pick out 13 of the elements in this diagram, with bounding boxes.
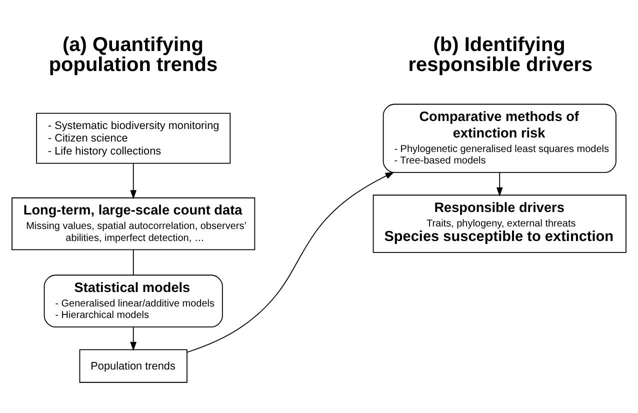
node-box: - Systematic biodiversity monitoring - Citizen science - Life history collections <box>36 112 231 164</box>
arrow <box>496 172 503 196</box>
connector <box>132 249 134 276</box>
label: (b) Identifying responsible drivers <box>408 34 593 76</box>
node-box: Population trends <box>79 349 188 383</box>
node-box: Responsible drivers Traits, phylogeny, external threats Species susceptible to extinction <box>372 194 626 253</box>
arrow <box>130 162 137 200</box>
node-box: Statistical models - Generalised linear/additive models - Hierarchical models <box>44 274 223 328</box>
label: (a) Quantifying population trends <box>48 34 218 76</box>
node-box: Comparative methods of extinction risk - Phylogenetic generalised least squares models - Tree-based models <box>382 104 616 173</box>
arrow <box>186 172 394 353</box>
node-box: Long-term, large-scale count data Missing values, spatial autocorrelation, observers’ abilities, imperfect detection, … <box>12 197 256 250</box>
arrow <box>130 326 137 351</box>
